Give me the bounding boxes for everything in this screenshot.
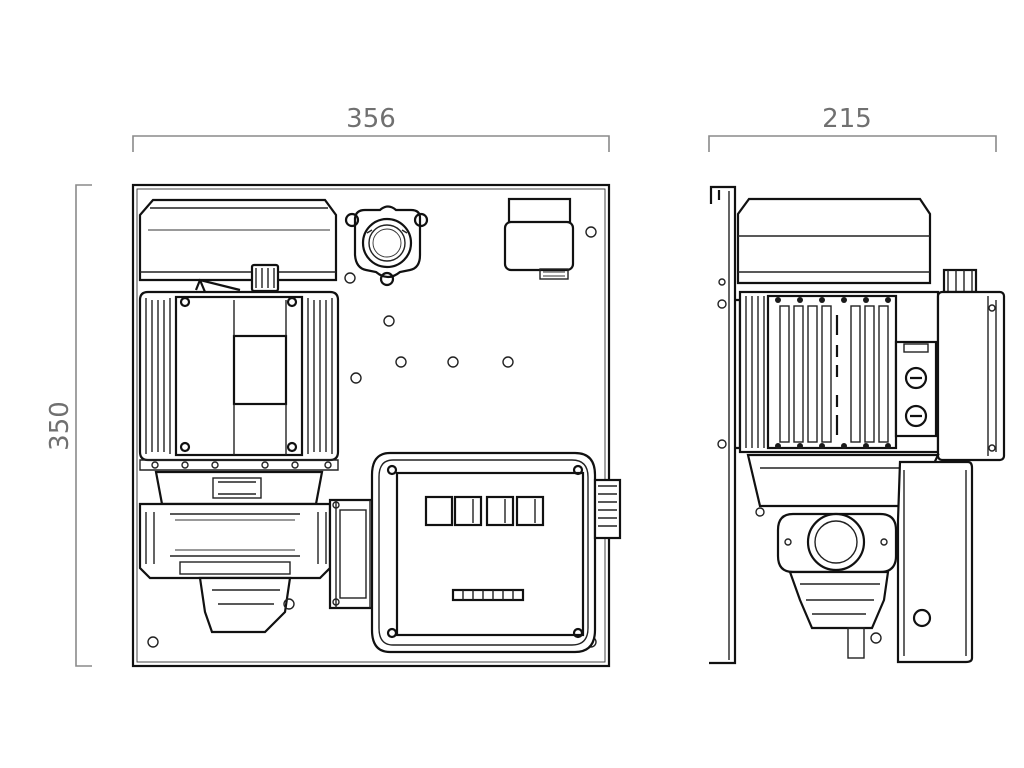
- mounting-plate-edge: [136, 188, 606, 663]
- flange-fitting: [344, 205, 429, 287]
- front-width-label: 356: [346, 104, 396, 134]
- junction-box: [503, 197, 575, 280]
- wall-bracket: [709, 185, 742, 665]
- side-junction-box: [936, 268, 1006, 462]
- side-width-label: 215: [822, 104, 872, 134]
- flow-meter: [370, 451, 622, 654]
- height-label: 350: [45, 401, 75, 451]
- side-view: [709, 185, 1006, 665]
- dimension-front-width: 356: [132, 104, 610, 152]
- side-meter: [896, 460, 974, 664]
- plate-holes: [147, 226, 597, 648]
- motor-body: [138, 290, 340, 471]
- side-motor-body: [738, 290, 940, 454]
- cable-gland: [194, 263, 280, 293]
- meter-totalizer: [451, 588, 525, 602]
- meter-counter-digits: [424, 495, 545, 527]
- meter-inlet-flange: [328, 498, 380, 610]
- pump-housing: [138, 470, 332, 634]
- front-view: [131, 183, 622, 668]
- side-motor-cover: [736, 197, 932, 285]
- dimension-height: 350: [45, 184, 92, 667]
- meter-outlet: [593, 478, 622, 540]
- side-pump-body: [746, 453, 940, 659]
- dimension-side-width: 215: [708, 104, 997, 152]
- side-fins: [779, 305, 889, 443]
- motor-fan-cover: [138, 198, 338, 282]
